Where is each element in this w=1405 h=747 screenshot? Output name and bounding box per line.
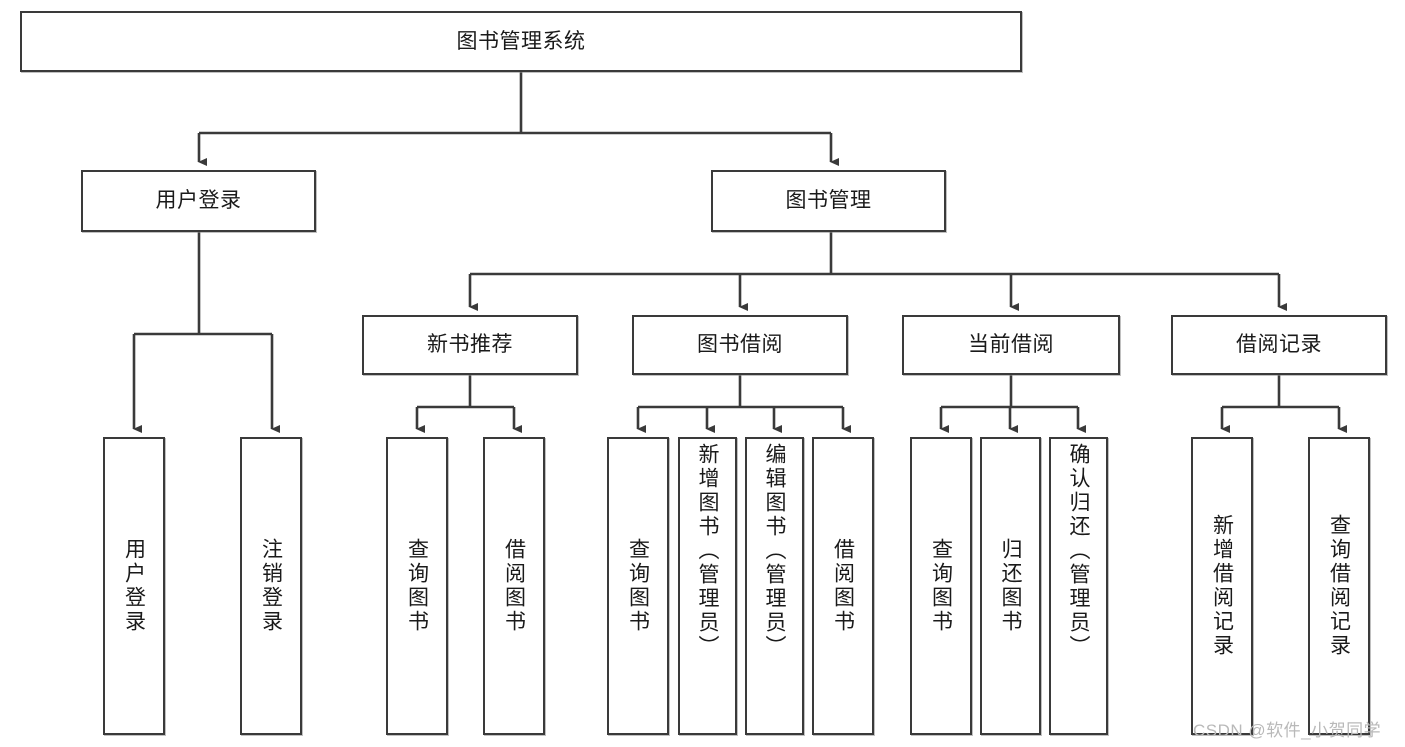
node-leaf-edit-book[interactable]: 编辑图书（管理员） [745,437,804,735]
node-book-management-system[interactable]: 图书管理系统 [20,11,1022,72]
node-leaf-query-book-2[interactable]: 查询图书 [607,437,669,735]
node-label: 编辑图书（管理员） [763,443,786,659]
node-label: 新书推荐 [427,333,513,357]
node-label: 注销登录 [259,538,283,634]
node-label: 借阅记录 [1236,333,1322,357]
node-book-borrow[interactable]: 图书借阅 [632,315,848,375]
node-leaf-add-book[interactable]: 新增图书（管理员） [678,437,737,735]
node-label: 归还图书 [999,538,1022,634]
node-label: 图书借阅 [697,333,783,357]
node-leaf-query-record[interactable]: 查询借阅记录 [1308,437,1370,735]
node-label: 查询图书 [405,538,429,634]
node-label: 借阅图书 [502,538,526,634]
node-book-manage[interactable]: 图书管理 [711,170,946,232]
node-label: 当前借阅 [968,333,1054,357]
node-user-login[interactable]: 用户登录 [81,170,316,232]
node-leaf-add-record[interactable]: 新增借阅记录 [1191,437,1253,735]
node-leaf-query-book-3[interactable]: 查询图书 [910,437,972,735]
node-leaf-confirm-return[interactable]: 确认归还（管理员） [1049,437,1108,735]
node-label: 查询借阅记录 [1327,514,1351,658]
node-label: 确认归还（管理员） [1067,443,1090,659]
node-label: 图书管理系统 [456,29,586,53]
node-leaf-query-book-1[interactable]: 查询图书 [386,437,448,735]
node-leaf-borrow-book-1[interactable]: 借阅图书 [483,437,545,735]
node-borrow-record[interactable]: 借阅记录 [1171,315,1387,375]
node-label: 新增图书（管理员） [696,443,719,659]
node-current-borrow[interactable]: 当前借阅 [902,315,1120,375]
node-label: 借阅图书 [831,538,855,634]
node-leaf-user-login[interactable]: 用户登录 [103,437,165,735]
node-leaf-borrow-book-2[interactable]: 借阅图书 [812,437,874,735]
node-label: 图书管理 [785,189,872,213]
node-leaf-return-book[interactable]: 归还图书 [980,437,1041,735]
node-label: 新增借阅记录 [1210,514,1234,658]
node-label: 查询图书 [626,538,650,634]
node-label: 用户登录 [122,538,146,634]
node-leaf-logout-login[interactable]: 注销登录 [240,437,302,735]
node-label: 用户登录 [155,189,242,213]
node-label: 查询图书 [929,538,953,634]
node-new-book-recommend[interactable]: 新书推荐 [362,315,578,375]
